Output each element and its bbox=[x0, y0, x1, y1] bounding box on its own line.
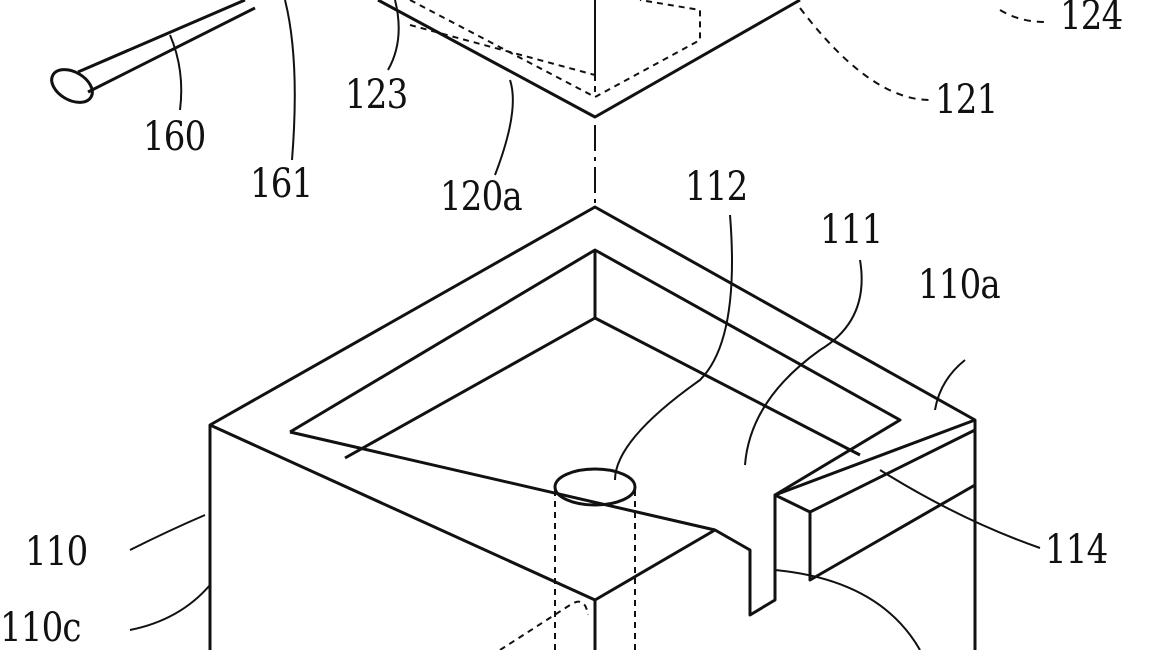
label-110: 110 bbox=[25, 529, 88, 575]
label-121: 121 bbox=[935, 77, 998, 123]
leader-lines bbox=[129, 0, 1046, 650]
lower-box-110 bbox=[208, 205, 977, 650]
label-124: 124 bbox=[1060, 0, 1123, 39]
label-123: 123 bbox=[345, 72, 408, 118]
label-110c: 110c bbox=[0, 605, 81, 650]
label-111: 111 bbox=[820, 207, 883, 253]
pin-160 bbox=[50, 0, 256, 104]
label-120a: 120a bbox=[440, 174, 523, 220]
label-114: 114 bbox=[1045, 527, 1108, 573]
label-161: 161 bbox=[250, 161, 313, 207]
upper-block-120 bbox=[377, 0, 801, 119]
label-160: 160 bbox=[143, 114, 206, 160]
label-110a: 110a bbox=[918, 262, 1001, 308]
label-112: 112 bbox=[685, 164, 748, 210]
